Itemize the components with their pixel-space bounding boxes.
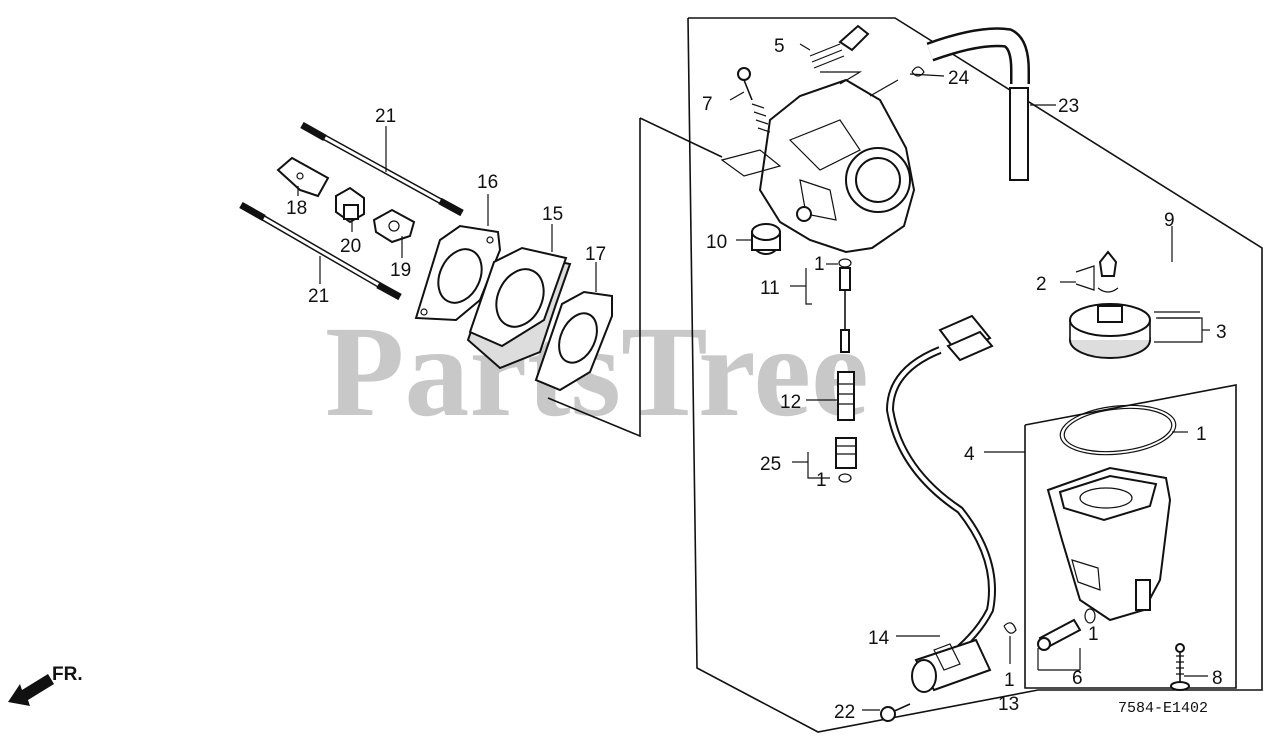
float-chamber-part-4 <box>1046 466 1172 622</box>
callout-4[interactable]: 4 <box>964 444 975 465</box>
callout-3[interactable]: 3 <box>1216 322 1227 343</box>
callout-21-upper[interactable]: 21 <box>375 106 396 127</box>
callout-1-clip[interactable]: 1 <box>1004 670 1015 691</box>
bracket-part-18 <box>276 156 330 198</box>
callout-2[interactable]: 2 <box>1036 274 1047 295</box>
jet-holder-part-25 <box>835 437 857 483</box>
callout-6[interactable]: 6 <box>1072 668 1083 689</box>
callout-13[interactable]: 13 <box>998 694 1019 715</box>
clip-part-13 <box>1003 622 1017 634</box>
callout-24[interactable]: 24 <box>948 68 970 89</box>
front-direction-arrow-icon <box>8 674 54 706</box>
jet-part-12 <box>837 371 855 421</box>
screw-part-22 <box>880 703 911 722</box>
diagram-code: 7584-E1402 <box>1118 700 1208 717</box>
washer-part-1-lower <box>1084 608 1096 624</box>
screw-part-7 <box>737 67 771 133</box>
insulator-part-15 <box>466 246 572 370</box>
screw-part-5 <box>809 24 870 85</box>
callout-18[interactable]: 18 <box>286 198 307 219</box>
solenoid-wire-part-14 <box>885 314 996 693</box>
callout-22[interactable]: 22 <box>834 702 855 723</box>
callout-5[interactable]: 5 <box>774 36 785 57</box>
assembly-boundary <box>547 17 1263 733</box>
callout-7[interactable]: 7 <box>702 94 713 115</box>
callout-1-holder[interactable]: 1 <box>816 470 827 491</box>
callout-14[interactable]: 14 <box>868 628 890 649</box>
carburetor-body <box>720 78 916 254</box>
callout-20[interactable]: 20 <box>340 236 361 257</box>
callout-15[interactable]: 15 <box>542 204 563 225</box>
clip-part-24 <box>911 66 925 77</box>
leader-lines <box>297 43 1210 711</box>
callout-19[interactable]: 19 <box>390 260 411 281</box>
callout-25[interactable]: 25 <box>760 454 781 475</box>
stud-bolt-upper <box>300 121 464 217</box>
bolt-part-20 <box>335 186 365 224</box>
callout-1-needle[interactable]: 1 <box>814 254 825 275</box>
float-valve-part-2 <box>1097 250 1119 293</box>
float-part-3 <box>1069 303 1200 359</box>
screw-part-6 <box>1037 618 1082 651</box>
o-ring-part-1 <box>1059 404 1177 456</box>
callout-10[interactable]: 10 <box>706 232 727 253</box>
needle-part-11 <box>838 258 852 353</box>
callout-labels: 21 18 20 19 21 16 15 17 5 24 23 7 10 1 1… <box>286 36 1227 723</box>
nut-part-19 <box>372 208 416 244</box>
stud-bolt-lower <box>239 201 402 301</box>
fuel-hose-part-23 <box>926 27 1030 181</box>
callout-12[interactable]: 12 <box>780 392 801 413</box>
gasket-part-17 <box>534 290 613 392</box>
callout-21-lower[interactable]: 21 <box>308 286 329 307</box>
cap-part-10 <box>751 223 781 255</box>
callout-1-washer[interactable]: 1 <box>1088 624 1099 645</box>
front-direction-label: FR. <box>52 664 83 685</box>
callout-23[interactable]: 23 <box>1058 96 1079 117</box>
gasket-part-16 <box>414 224 502 322</box>
callout-1-oring[interactable]: 1 <box>1196 424 1207 445</box>
callout-16[interactable]: 16 <box>477 172 498 193</box>
bolt-part-8 <box>1170 643 1190 691</box>
callout-17[interactable]: 17 <box>585 244 606 265</box>
callout-9[interactable]: 9 <box>1164 210 1175 231</box>
callout-8[interactable]: 8 <box>1212 668 1223 689</box>
callout-11[interactable]: 11 <box>760 278 780 299</box>
